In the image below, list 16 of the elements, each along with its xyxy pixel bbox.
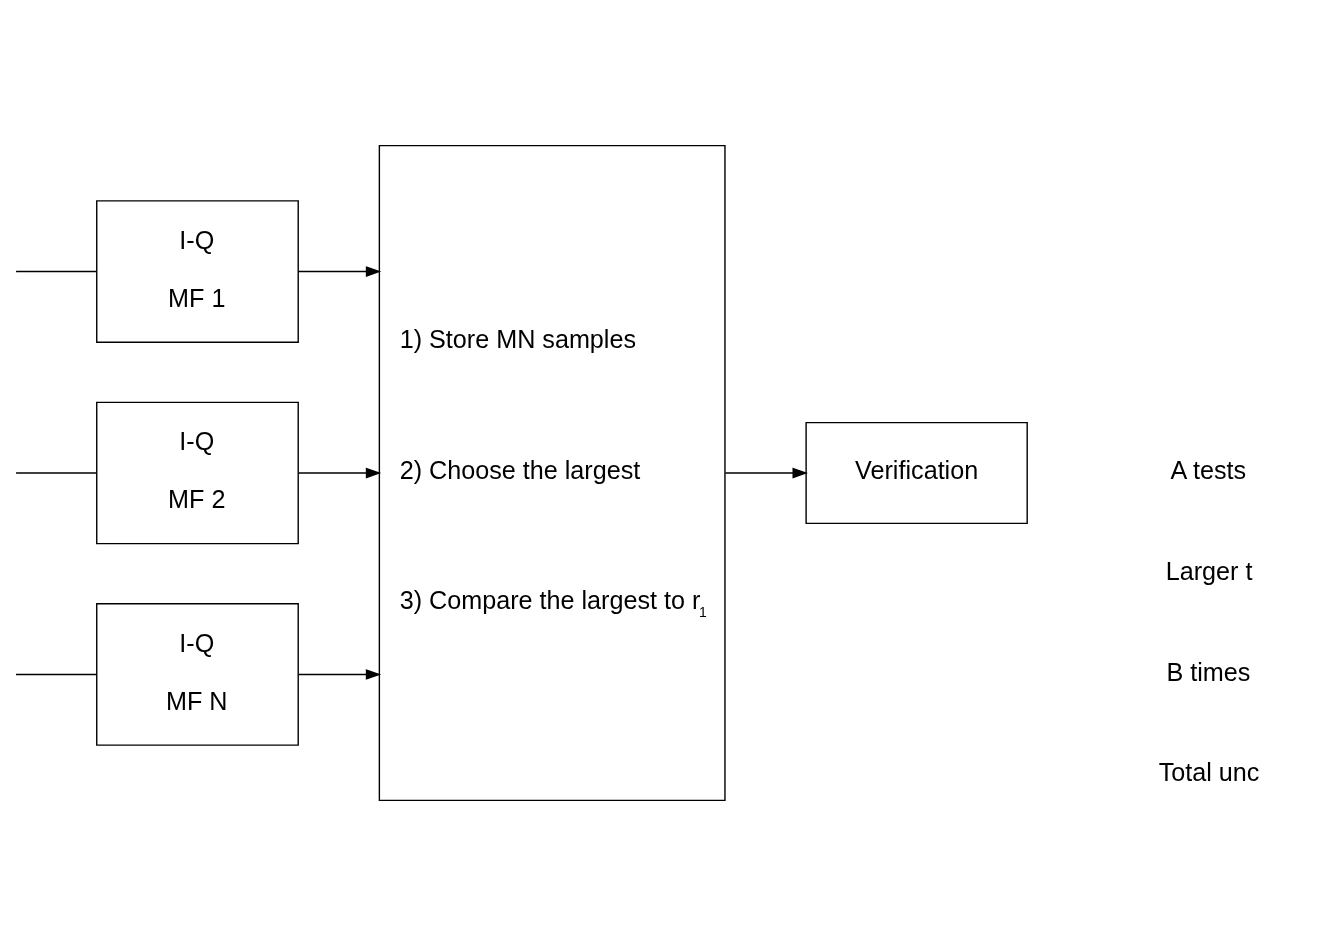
node-box: I-Q MF N <box>96 603 299 746</box>
node-box: I-Q MF 2 <box>96 401 299 545</box>
label: A tests <box>1170 456 1247 485</box>
arrow <box>724 467 808 479</box>
label: Total unc <box>1158 758 1260 787</box>
arrow <box>297 669 382 680</box>
node-box: I-Q MF 1 <box>96 200 299 343</box>
connector <box>15 673 97 676</box>
label: Larger t <box>1165 556 1253 585</box>
node-box: Verification <box>805 421 1028 525</box>
arrow <box>297 467 382 479</box>
arrow <box>297 266 382 277</box>
node-box: 1) Store MN samples 2) Choose the largest 3) Compare the largest to r$_{1}$ <box>378 144 726 802</box>
label: B times <box>1166 657 1251 686</box>
connector <box>15 270 97 273</box>
connector <box>15 472 97 474</box>
